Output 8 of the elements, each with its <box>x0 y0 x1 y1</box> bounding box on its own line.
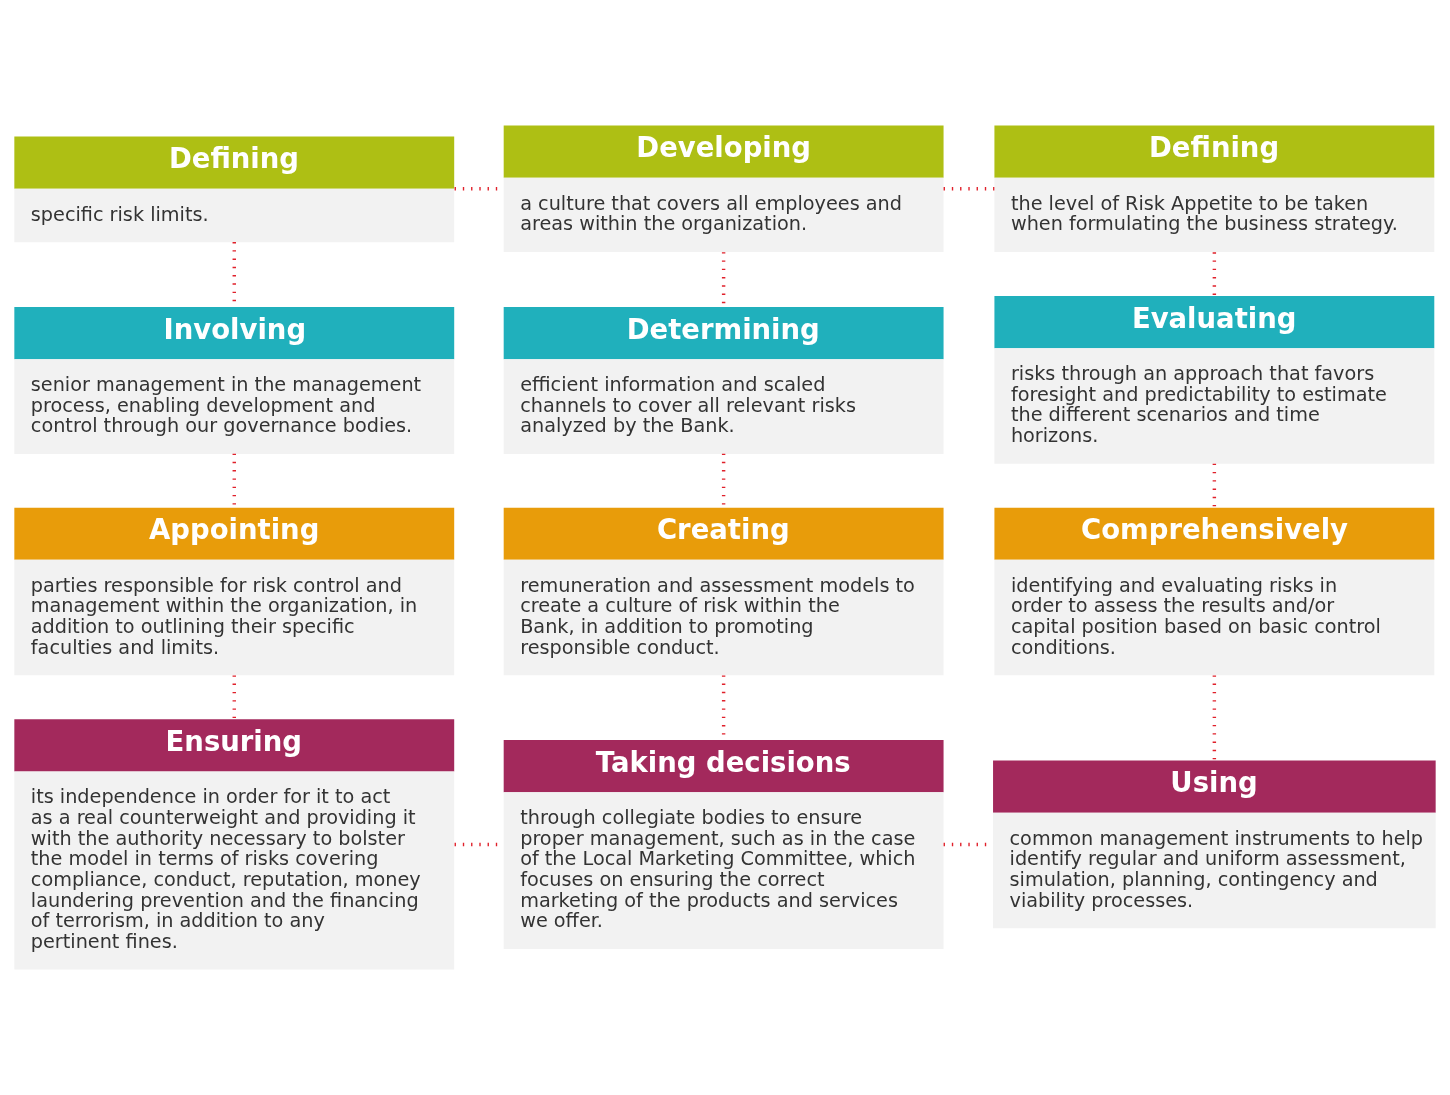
connector <box>721 252 726 306</box>
connector <box>232 453 236 508</box>
connector <box>1212 463 1217 508</box>
connector <box>1212 675 1217 761</box>
connector <box>232 675 236 719</box>
connector <box>943 187 995 191</box>
connector <box>1212 252 1217 296</box>
connector <box>721 453 726 508</box>
